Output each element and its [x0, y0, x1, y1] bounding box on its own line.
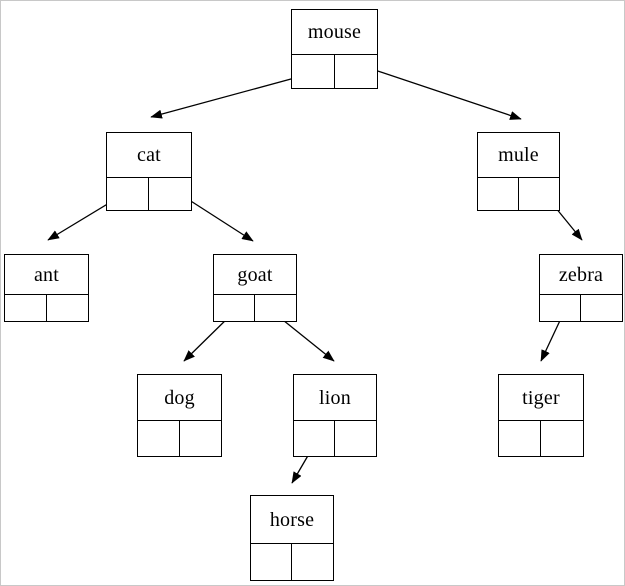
right-pointer-cell-goat[interactable]: [255, 295, 296, 321]
node-label-dog: dog: [138, 375, 221, 421]
right-pointer-cell-mule[interactable]: [519, 178, 560, 210]
left-pointer-cell-zebra[interactable]: [540, 295, 581, 321]
right-pointer-cell-cat[interactable]: [149, 178, 191, 210]
edge-mouse-to-cat: [150, 72, 314, 119]
node-label-tiger: tiger: [499, 375, 583, 421]
node-pointers-tiger: [499, 421, 583, 456]
node-pointers-horse: [251, 544, 333, 580]
tree-node-ant[interactable]: ant: [4, 254, 89, 322]
node-label-horse: horse: [251, 496, 333, 544]
tree-node-mouse[interactable]: mouse: [291, 9, 378, 89]
node-label-mule: mule: [478, 133, 559, 178]
left-pointer-cell-cat[interactable]: [107, 178, 149, 210]
tree-node-tiger[interactable]: tiger: [498, 374, 584, 457]
tree-node-cat[interactable]: cat: [106, 132, 192, 211]
node-pointers-dog: [138, 421, 221, 456]
node-label-ant: ant: [5, 255, 88, 295]
node-pointers-cat: [107, 178, 191, 210]
left-pointer-cell-mouse[interactable]: [292, 55, 335, 88]
node-label-cat: cat: [107, 133, 191, 178]
left-pointer-cell-ant[interactable]: [5, 295, 47, 321]
tree-node-mule[interactable]: mule: [477, 132, 560, 211]
left-pointer-cell-horse[interactable]: [251, 544, 292, 580]
right-pointer-cell-ant[interactable]: [47, 295, 89, 321]
right-pointer-cell-tiger[interactable]: [541, 421, 583, 456]
node-label-zebra: zebra: [540, 255, 622, 295]
node-pointers-lion: [294, 421, 376, 456]
node-pointers-mouse: [292, 55, 377, 88]
left-pointer-cell-tiger[interactable]: [499, 421, 541, 456]
left-pointer-cell-goat[interactable]: [214, 295, 255, 321]
node-label-lion: lion: [294, 375, 376, 421]
left-pointer-cell-lion[interactable]: [294, 421, 335, 456]
node-label-goat: goat: [214, 255, 296, 295]
node-pointers-goat: [214, 295, 296, 321]
right-pointer-cell-lion[interactable]: [335, 421, 376, 456]
right-pointer-cell-mouse[interactable]: [335, 55, 378, 88]
right-pointer-cell-zebra[interactable]: [581, 295, 622, 321]
node-pointers-mule: [478, 178, 559, 210]
tree-node-goat[interactable]: goat: [213, 254, 297, 322]
left-pointer-cell-dog[interactable]: [138, 421, 180, 456]
right-pointer-cell-dog[interactable]: [180, 421, 222, 456]
left-pointer-cell-mule[interactable]: [478, 178, 519, 210]
tree-node-dog[interactable]: dog: [137, 374, 222, 457]
edge-mouse-to-mule: [356, 63, 522, 120]
tree-node-zebra[interactable]: zebra: [539, 254, 623, 322]
node-pointers-ant: [5, 295, 88, 321]
tree-node-horse[interactable]: horse: [250, 495, 334, 581]
node-pointers-zebra: [540, 295, 622, 321]
tree-node-lion[interactable]: lion: [293, 374, 377, 457]
node-label-mouse: mouse: [292, 10, 377, 55]
right-pointer-cell-horse[interactable]: [292, 544, 333, 580]
